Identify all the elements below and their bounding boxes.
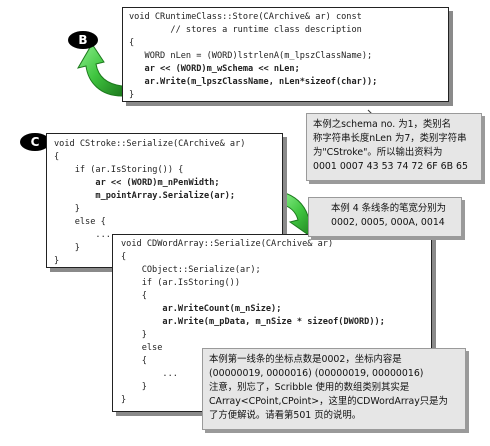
code-line: } (121, 382, 147, 392)
code-line: void CDWordArray::Serialize(CArchive& ar… (121, 239, 334, 249)
code-line: ... (54, 230, 111, 240)
note-point-coordinates: 本例第一线条的坐标点数是0002，坐标内容是 (00000019, 000001… (202, 348, 466, 430)
note-line: (00000019, 0000016) (00000019, 00000016) (209, 368, 424, 379)
code-line: } (121, 395, 127, 405)
code-line: } (121, 330, 147, 340)
badge-c: C (20, 133, 50, 151)
arrow-down-right-icon (279, 191, 317, 237)
note-line: 0002, 0005, 000A, 0014 (331, 217, 445, 228)
code-listing-cstroke: void CStroke::Serialize(CArchive& ar){ i… (54, 138, 245, 268)
note-line: 本例 4 条线条的笔宽分别为 (331, 203, 447, 214)
code-line: } (54, 243, 80, 253)
code-line: ar.WriteCount(m_nSize); (121, 304, 282, 314)
note-pen-widths: 本例 4 条线条的笔宽分别为 0002, 0005, 000A, 0014 (308, 197, 462, 237)
code-line: } (129, 90, 135, 100)
code-listing-cdwordarray: void CDWordArray::Serialize(CArchive& ar… (121, 238, 385, 407)
code-listing-store: void CRuntimeClass::Store(CArchive& ar) … (129, 11, 377, 102)
code-line: { (121, 291, 147, 301)
note-line: 为"CStroke"。所以输出资料为 (313, 147, 443, 158)
note-line: CArray<CPoint,CPoint>，这里的CDWordArray只是为 (209, 396, 448, 407)
badge-b: B (68, 31, 98, 49)
note-line: 称字符串长度nLen 为7，类别字符串 (313, 133, 467, 144)
code-line: else { (54, 217, 106, 227)
code-line: ar.Write(m_lpszClassName, nLen*sizeof(ch… (129, 77, 378, 87)
code-line: WORD nLen = (WORD)lstrlenA(m_lpszClassNa… (129, 51, 373, 61)
code-line: void CRuntimeClass::Store(CArchive& ar) … (129, 12, 362, 22)
code-line: { (129, 38, 135, 48)
note-line: 了方便解说。请看第501 页的说明。 (209, 410, 362, 421)
code-line: if (ar.IsStoring()) (121, 278, 240, 288)
code-line: { (121, 252, 127, 262)
code-line: } (54, 256, 60, 266)
note-schema-output: 本例之schema no. 为1，类别名 称字符串长度nLen 为7，类别字符串… (306, 113, 482, 181)
code-line: void CStroke::Serialize(CArchive& ar) (54, 139, 246, 149)
note-line: 0001 0007 43 53 74 72 6F 6B 65 (313, 161, 468, 172)
code-line: else (121, 343, 163, 353)
curved-arrow-up-icon (76, 43, 123, 97)
code-line: ar << (WORD)m_wSchema << nLen; (129, 64, 300, 74)
code-line: // stores a runtime class description (129, 25, 362, 35)
note-line: 注意，别忘了，Scribble 使用的数组类别其实是 (209, 382, 410, 393)
code-box-runtimeclass-store: void CRuntimeClass::Store(CArchive& ar) … (122, 7, 449, 102)
code-line: { (121, 356, 147, 366)
code-line: } (54, 204, 80, 214)
note-line: 本例第一线条的坐标点数是0002，坐标内容是 (209, 354, 402, 365)
code-line: CObject::Serialize(ar); (121, 265, 261, 275)
code-line: m_pointArray.Serialize(ar); (54, 191, 236, 201)
note-line: 本例之schema no. 为1，类别名 (313, 119, 452, 130)
code-line: if (ar.IsStoring()) { (54, 165, 184, 175)
code-line: { (54, 152, 60, 162)
code-line: ... (121, 369, 178, 379)
code-line: ar << (WORD)m_nPenWidth; (54, 178, 220, 188)
code-line: ar.Write(m_pData, m_nSize * sizeof(DWORD… (121, 317, 385, 327)
